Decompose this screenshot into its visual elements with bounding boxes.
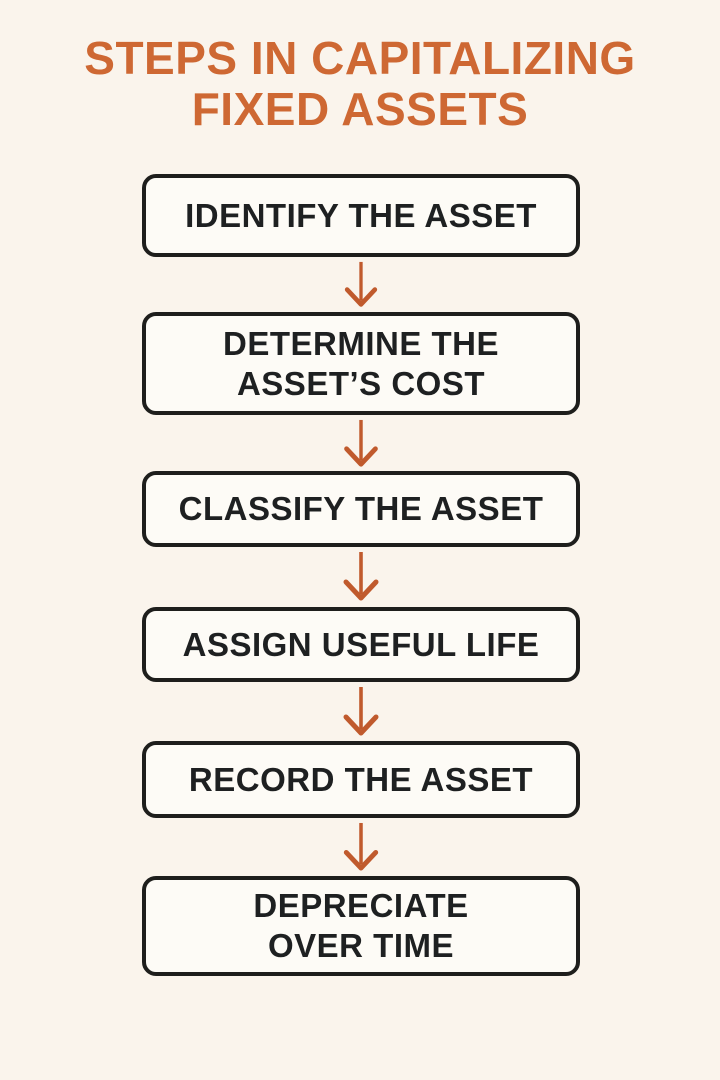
step-box-identify-asset: IDENTIFY THE ASSET [142,174,580,257]
step-box-classify-asset: CLASSIFY THE ASSET [142,471,580,547]
step-box-record-asset: RECORD THE ASSET [142,741,580,818]
step-label: CLASSIFY THE ASSET [178,490,544,527]
down-arrow-icon [341,686,381,738]
step-label: DEPRECIATE OVER TIME [253,887,469,964]
page-title-line-1: STEPS IN CAPITALIZING [84,32,636,84]
down-arrow-icon [341,419,381,469]
down-arrow-icon [341,551,381,603]
step-label: DETERMINE THE ASSET’S COST [222,324,499,402]
step-label: ASSIGN USEFUL LIFE [182,625,540,663]
page-title-line-2: FIXED ASSETS [191,83,529,135]
step-box-determine-cost: DETERMINE THE ASSET’S COST [142,312,580,415]
page-title: STEPS IN CAPITALIZING FIXED ASSETS [0,33,720,135]
step-box-depreciate-over-time: DEPRECIATE OVER TIME [142,876,580,976]
down-arrow-icon [341,261,381,309]
step-box-assign-useful-life: ASSIGN USEFUL LIFE [142,607,580,682]
down-arrow-icon [341,822,381,873]
step-label: RECORD THE ASSET [188,760,534,798]
step-label: IDENTIFY THE ASSET [185,196,537,234]
